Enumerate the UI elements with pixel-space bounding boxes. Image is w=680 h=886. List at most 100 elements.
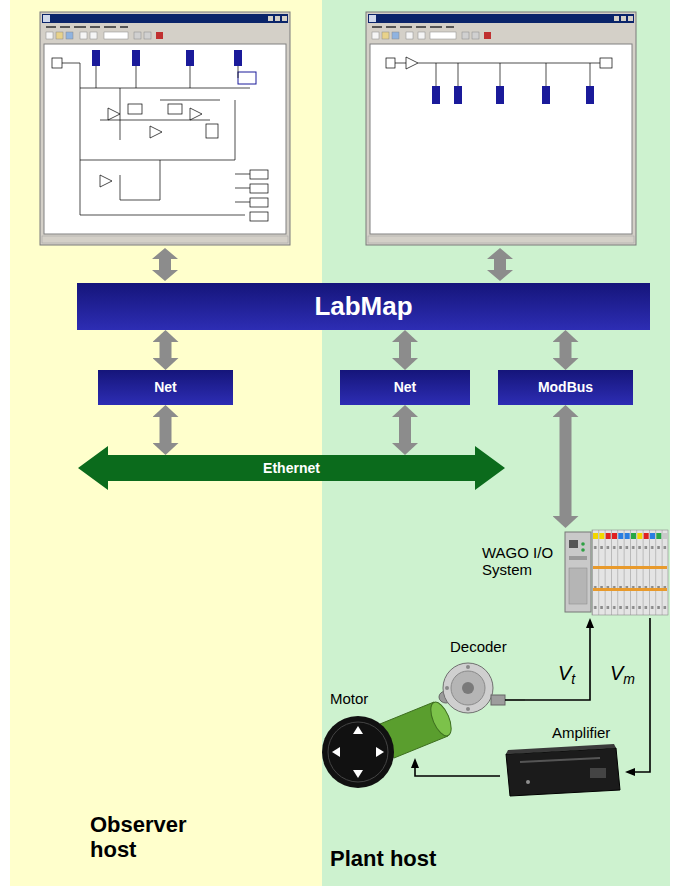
screenshot-window [406, 32, 413, 39]
data-link-arrow [399, 417, 411, 443]
screenshot-window [372, 32, 379, 39]
screenshot-window [128, 104, 142, 114]
screenshot-window [250, 212, 268, 221]
screenshot-window [42, 236, 288, 243]
screenshot-window [446, 26, 454, 28]
io-system: WAGO I/O System [478, 528, 668, 618]
screenshot-window [392, 32, 399, 39]
screenshot-window [250, 170, 268, 179]
screenshot-window [40, 12, 290, 245]
screenshot-window [416, 26, 426, 28]
host-panel: NetModBusWAGO I/O SystemDecoderMotorAmpl… [322, 0, 670, 886]
host-label: Plant host [330, 846, 436, 871]
screenshot-window [250, 198, 268, 207]
screenshot-window [586, 86, 594, 104]
driver-label: Net [394, 379, 417, 395]
io-system-picture [592, 530, 668, 615]
io-system-picture [644, 533, 649, 539]
screenshot-window [108, 108, 202, 138]
screenshot-window [60, 26, 70, 28]
screenshot-window [44, 44, 286, 234]
link-arrow [152, 248, 513, 281]
motor-picture [328, 722, 388, 782]
amplifier-picture [506, 744, 616, 754]
data-link-arrow [399, 342, 411, 358]
screenshot-window [40, 12, 290, 245]
motor-picture [427, 699, 456, 738]
data-link-arrow [560, 417, 572, 516]
encoder-picture [445, 686, 449, 690]
encoder-picture [505, 699, 525, 701]
encoder-picture [439, 663, 525, 713]
encoder-picture [443, 663, 493, 713]
software-layer-bar: LabMap [77, 283, 650, 330]
screenshot-window [80, 88, 235, 160]
screenshot-window [542, 86, 550, 104]
screenshot-window [62, 63, 268, 221]
screenshot-window [56, 32, 63, 39]
data-link-arrow [160, 342, 172, 358]
screenshot-window [92, 50, 100, 66]
link-arrow [152, 248, 178, 281]
io-system-picture [569, 568, 587, 604]
network-label: Ethernet [263, 460, 320, 476]
io-system-picture [612, 533, 617, 539]
screenshot-window [96, 66, 238, 88]
io-system-picture [656, 533, 661, 539]
screenshot-window [436, 63, 590, 86]
screenshot-window [46, 26, 56, 28]
data-link-arrow [160, 417, 172, 443]
screenshot-window [621, 16, 626, 21]
io-system-picture [565, 530, 668, 615]
signal-wire [415, 768, 500, 776]
decoder: Decoder [420, 638, 525, 712]
screenshot-window [366, 12, 636, 245]
encoder-picture [462, 682, 474, 694]
panel-ground [10, 0, 670, 886]
io-system-picture [663, 533, 668, 539]
screenshot-window [395, 57, 600, 69]
screenshot-window [132, 50, 140, 66]
screenshot-window [234, 50, 242, 66]
io-system-picture [593, 588, 667, 591]
motor-picture [332, 747, 340, 757]
signal-wire [525, 628, 590, 700]
io-system-picture [581, 548, 585, 552]
host-label: Observer host [90, 812, 220, 863]
layer-label: LabMap [314, 292, 412, 322]
panel-ground [10, 0, 322, 886]
motor-picture [353, 726, 363, 734]
screenshot-window [432, 86, 440, 104]
driver-label: Net [154, 379, 177, 395]
screenshot-window [100, 175, 112, 187]
screenshot-window [386, 26, 396, 28]
screenshot-window [52, 58, 62, 68]
screenshot-window [46, 32, 53, 39]
signal-name: Vt [558, 662, 575, 686]
io-system-picture [637, 533, 642, 539]
screenshot-window [43, 15, 50, 22]
screenshot-window [66, 32, 73, 39]
host-panel: NetObserver host [10, 0, 322, 886]
io-system-picture [625, 533, 630, 539]
screenshot-window [368, 14, 634, 23]
screenshot-window [418, 32, 425, 39]
screenshot-window [496, 86, 504, 104]
io-system-picture [618, 533, 623, 539]
panel-ground [322, 0, 670, 886]
screenshot-window [74, 26, 86, 28]
amplifier-picture [520, 758, 600, 762]
screenshot-window [250, 184, 268, 193]
screenshot-window [90, 32, 97, 39]
encoder-picture [451, 671, 485, 705]
link-arrow [487, 248, 513, 281]
motor-picture [322, 716, 394, 788]
screenshot-window [462, 32, 469, 39]
motor-picture [353, 770, 363, 778]
screenshot-window [235, 174, 250, 202]
arrow-outline [78, 446, 505, 490]
device-label: Amplifier [552, 724, 610, 741]
screenshot-window [430, 26, 442, 28]
